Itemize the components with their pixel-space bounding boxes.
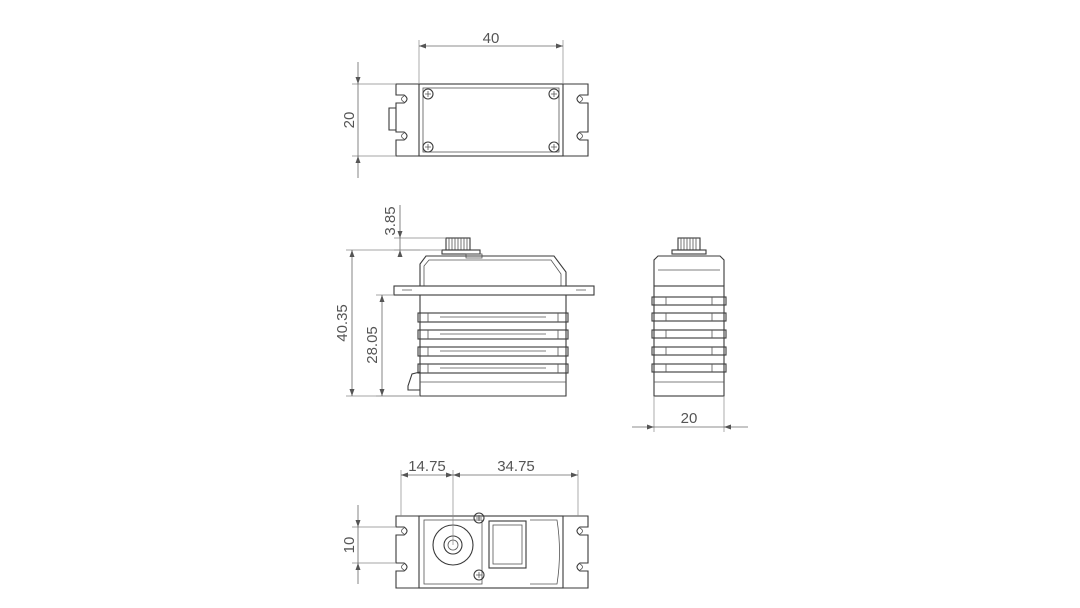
dimension-label: 28.05 xyxy=(364,326,381,364)
cooling-fins xyxy=(417,312,569,374)
dimension-label: 20 xyxy=(341,112,358,129)
dimension-label: 40.35 xyxy=(334,304,351,342)
output-spline-icon xyxy=(445,237,471,251)
dimension-label: 10 xyxy=(341,537,358,554)
dimension-total-height: 40.35 xyxy=(334,249,420,397)
cooling-fins xyxy=(651,296,727,373)
screw-icon xyxy=(422,141,434,153)
screw-icon xyxy=(473,512,485,524)
dimension-label: 3.85 xyxy=(382,206,399,235)
screw-icon xyxy=(422,88,434,100)
dimension-shaft-offset: 14.75 xyxy=(400,458,454,545)
dimension-side-width: 20 xyxy=(632,396,748,432)
output-spline-icon xyxy=(677,237,701,251)
screw-icon xyxy=(473,569,485,581)
side-view: 20 xyxy=(632,237,748,432)
dimension-label: 34.75 xyxy=(497,458,535,475)
dimension-label: 14.75 xyxy=(408,458,446,475)
dimension-top-width: 40 xyxy=(418,30,564,84)
dimension-label: 40 xyxy=(483,30,500,47)
top-view: 40 20 xyxy=(341,30,589,178)
dimension-body-length: 34.75 xyxy=(453,458,579,516)
front-view: 3.85 40.35 28.05 xyxy=(334,205,595,397)
screw-icon xyxy=(548,88,560,100)
dimension-top-height: 20 xyxy=(341,62,396,178)
dimension-label: 20 xyxy=(681,410,698,427)
bottom-view: 14.75 34.75 10 xyxy=(341,458,589,589)
dimension-bottom-height: 10 xyxy=(341,505,396,584)
screw-icon xyxy=(548,141,560,153)
dimension-shaft-height: 3.85 xyxy=(382,205,446,257)
dimension-flange-height: 28.05 xyxy=(364,294,420,397)
